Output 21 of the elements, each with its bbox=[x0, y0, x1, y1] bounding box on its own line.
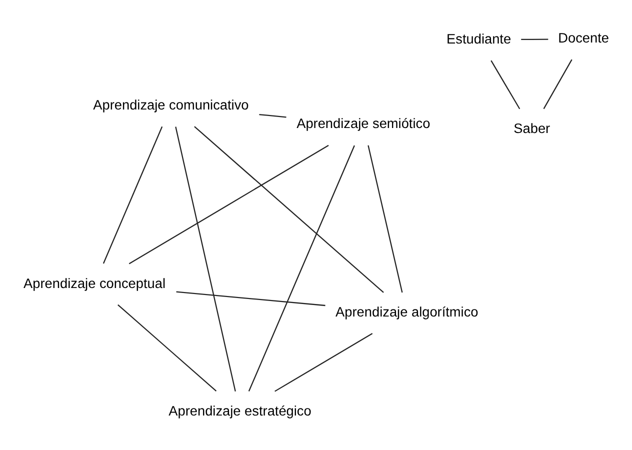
connector bbox=[194, 126, 384, 292]
connector bbox=[490, 60, 520, 109]
connector bbox=[274, 332, 373, 392]
connector bbox=[176, 290, 326, 306]
node-text: Aprendizaje conceptual bbox=[24, 275, 166, 290]
connector bbox=[543, 58, 572, 109]
connector bbox=[521, 38, 548, 40]
connector bbox=[368, 144, 403, 292]
node-text: Docente bbox=[558, 30, 610, 46]
node-text: Estudiante bbox=[446, 30, 512, 46]
connector bbox=[128, 144, 329, 264]
connector bbox=[118, 304, 217, 391]
node-text: Aprendizaje algorítmico bbox=[336, 304, 478, 320]
node-text: Aprendizaje comunicativo bbox=[93, 96, 249, 112]
connector bbox=[175, 126, 236, 392]
node-text: Aprendizaje estratégico bbox=[168, 402, 312, 418]
node-text: Saber bbox=[514, 120, 550, 136]
connector bbox=[102, 126, 163, 264]
connector bbox=[248, 144, 355, 392]
node-text: Aprendizaje semiótico bbox=[296, 116, 430, 131]
connector bbox=[259, 113, 286, 118]
